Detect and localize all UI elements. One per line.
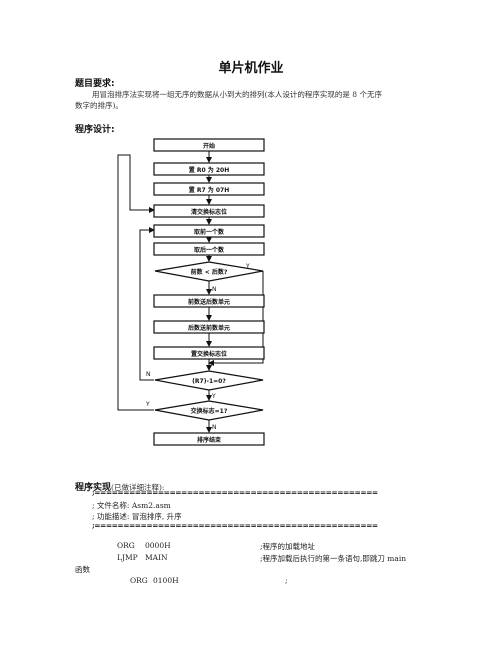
code-op-3: ORG [130, 576, 148, 585]
code-op-1: ORG [117, 541, 135, 550]
r7-no-label: N [146, 371, 151, 378]
code-comment-1: ;程序的加载地址 [260, 542, 316, 551]
requirements-heading: 题目要求: [75, 79, 115, 89]
code-comment-2: ;程序加载后执行的第一条语句,即跳刀 main [260, 554, 407, 563]
design-heading: 程序设计: [75, 125, 115, 135]
flow-get-next: 取后一个数 [194, 246, 225, 254]
compare-no-label: N [212, 286, 217, 293]
requirements-line-2: 数字的排序)。 [75, 101, 123, 110]
divider-bottom: ;=======================================… [92, 521, 378, 530]
requirements-line-1: 用冒泡排序法实现将一组无序的数据从小到大的排列(本人设计的程序实现的是 8 个无… [92, 90, 382, 99]
flag-yes-label: Y [145, 401, 150, 408]
flow-start-box [153, 138, 265, 152]
impl-heading: 程序实现 [75, 483, 112, 493]
flow-back-to-front: 后数送前数单元 [188, 324, 230, 332]
flow-get-first: 取前一个数 [194, 228, 225, 236]
flow-r7-check: (R7)-1=0? [192, 378, 226, 385]
flow-start: 开始 [203, 142, 215, 150]
flow-flag-check: 交换标志=1? [191, 407, 228, 415]
flag-no-label: N [212, 424, 217, 431]
flow-clear-flag: 清交换标志位 [191, 208, 227, 216]
code-wrap: 函数 [75, 565, 90, 574]
flow-set-r7: 置 R7 为 07H [189, 186, 229, 194]
code-arg-3: 0100H [153, 576, 179, 585]
code-comment-3: ; [285, 576, 288, 585]
flow-set-flag: 置交换标志位 [191, 350, 227, 358]
code-arg-2: MAIN [145, 553, 168, 562]
compare-yes-label: Y [245, 263, 250, 270]
code-op-2: LJMP [117, 553, 138, 562]
code-arg-1: 0000H [145, 541, 171, 550]
flow-compare: 前数 < 后数? [191, 268, 228, 276]
comment-function: ; 功能描述: 冒泡排序, 升序 [92, 512, 182, 521]
flow-set-r0: 置 R0 为 20H [189, 166, 229, 174]
comment-filename: ; 文件名称: Asm2.asm [92, 501, 171, 510]
flow-end: 排序结束 [197, 436, 222, 444]
impl-heading-row: 程序实现(已做详细注释): [75, 475, 164, 494]
flow-front-to-back: 前数送后数单元 [188, 298, 230, 306]
r7-yes-label: Y [211, 393, 216, 400]
page-title: 单片机作业 [218, 61, 284, 76]
divider-top: ;=======================================… [92, 488, 378, 497]
impl-note: (已做详细注释): [111, 483, 165, 492]
